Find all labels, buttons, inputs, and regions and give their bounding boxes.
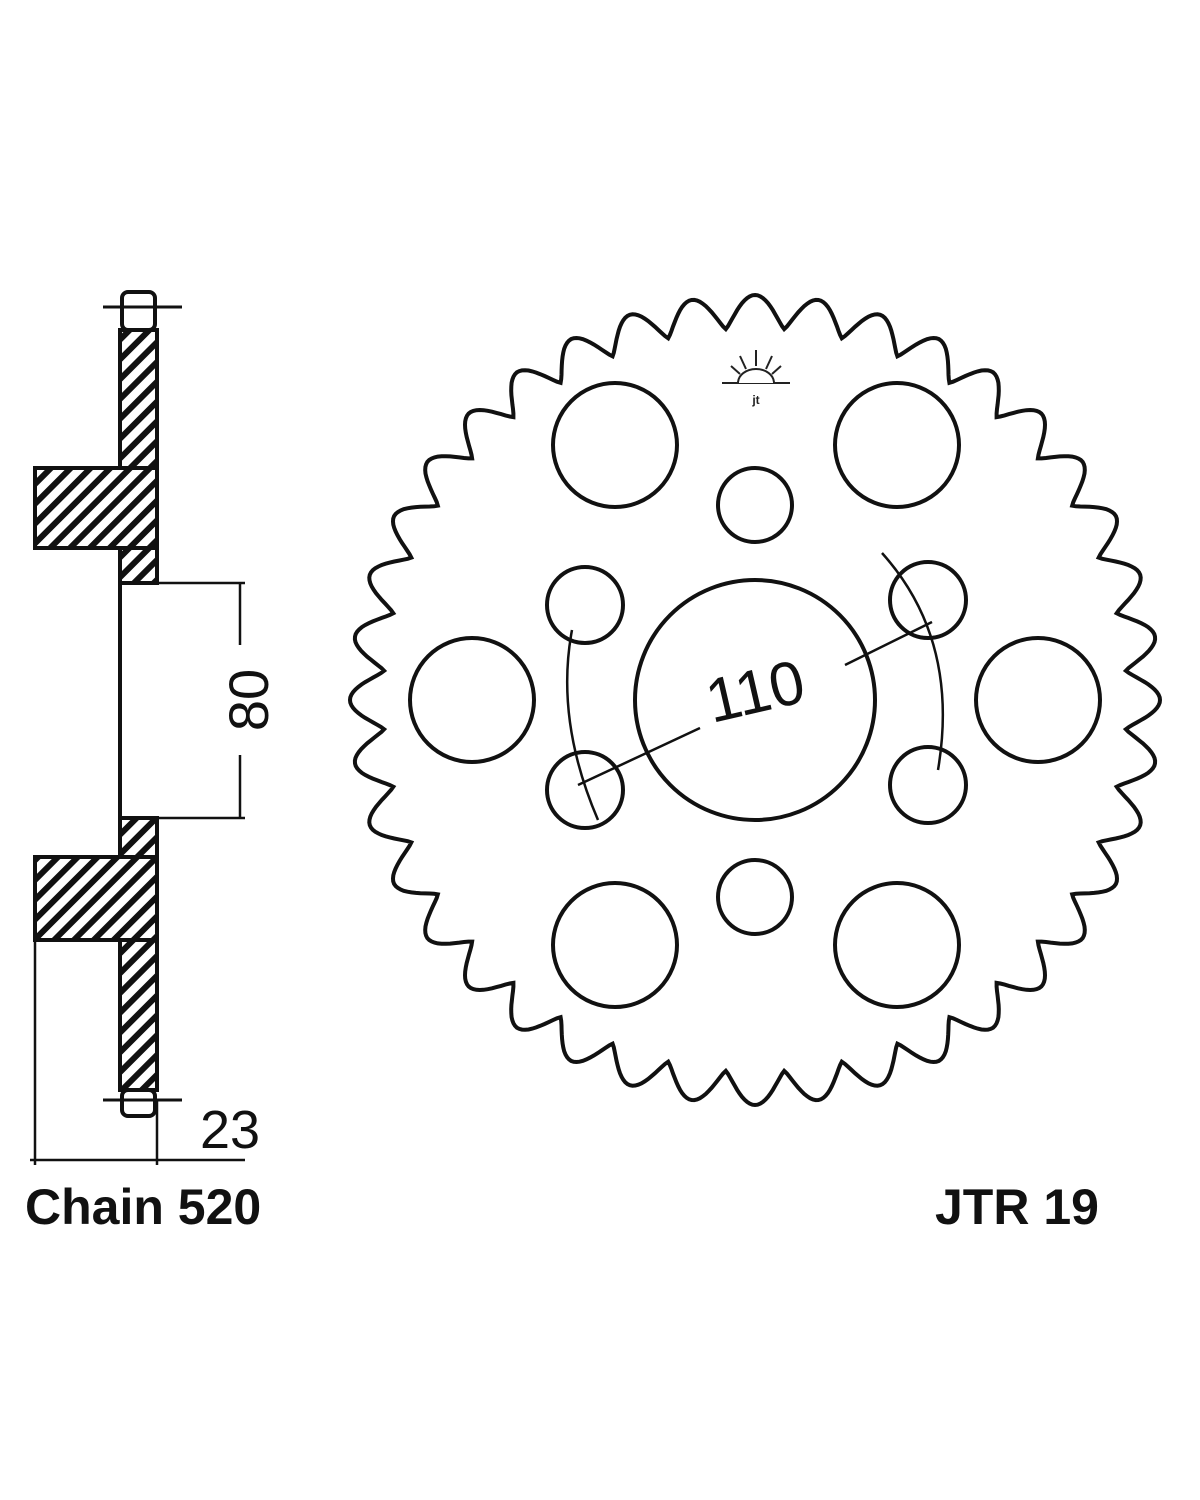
bolt-hole	[545, 565, 625, 645]
bolt-hole	[888, 745, 968, 825]
chain-label: Chain 520	[25, 1179, 262, 1235]
sprocket-teeth-outline	[347, 292, 1163, 1108]
jt-logo: jt	[722, 350, 790, 407]
lightening-hole	[974, 636, 1102, 764]
offset-dimension	[30, 940, 245, 1165]
lightening-hole	[551, 881, 679, 1009]
bore-dimension	[157, 581, 245, 820]
bolt-circle-dimension	[565, 552, 944, 821]
top-tooth	[120, 290, 157, 332]
small-hole	[716, 466, 794, 544]
lightening-hole	[833, 881, 961, 1009]
upper-hub-flange	[33, 466, 159, 550]
bottom-tooth	[120, 1088, 157, 1118]
sprocket-face	[347, 292, 1163, 1108]
lightening-hole	[408, 636, 536, 764]
bolt-hole	[888, 560, 968, 640]
center-bore	[633, 578, 877, 822]
bolt-circle-label: 110	[699, 647, 811, 736]
lower-hub-flange	[33, 855, 159, 942]
lightening-hole	[551, 381, 679, 509]
lightening-hole	[833, 381, 961, 509]
small-hole	[716, 858, 794, 936]
offset-dimension-label: 23	[200, 1100, 260, 1160]
bore-dimension-label: 80	[217, 669, 280, 731]
side-profile	[30, 290, 245, 1165]
bolt-hole	[545, 750, 625, 830]
part-number: JTR 19	[935, 1179, 1099, 1235]
svg-text:jt: jt	[751, 393, 759, 407]
